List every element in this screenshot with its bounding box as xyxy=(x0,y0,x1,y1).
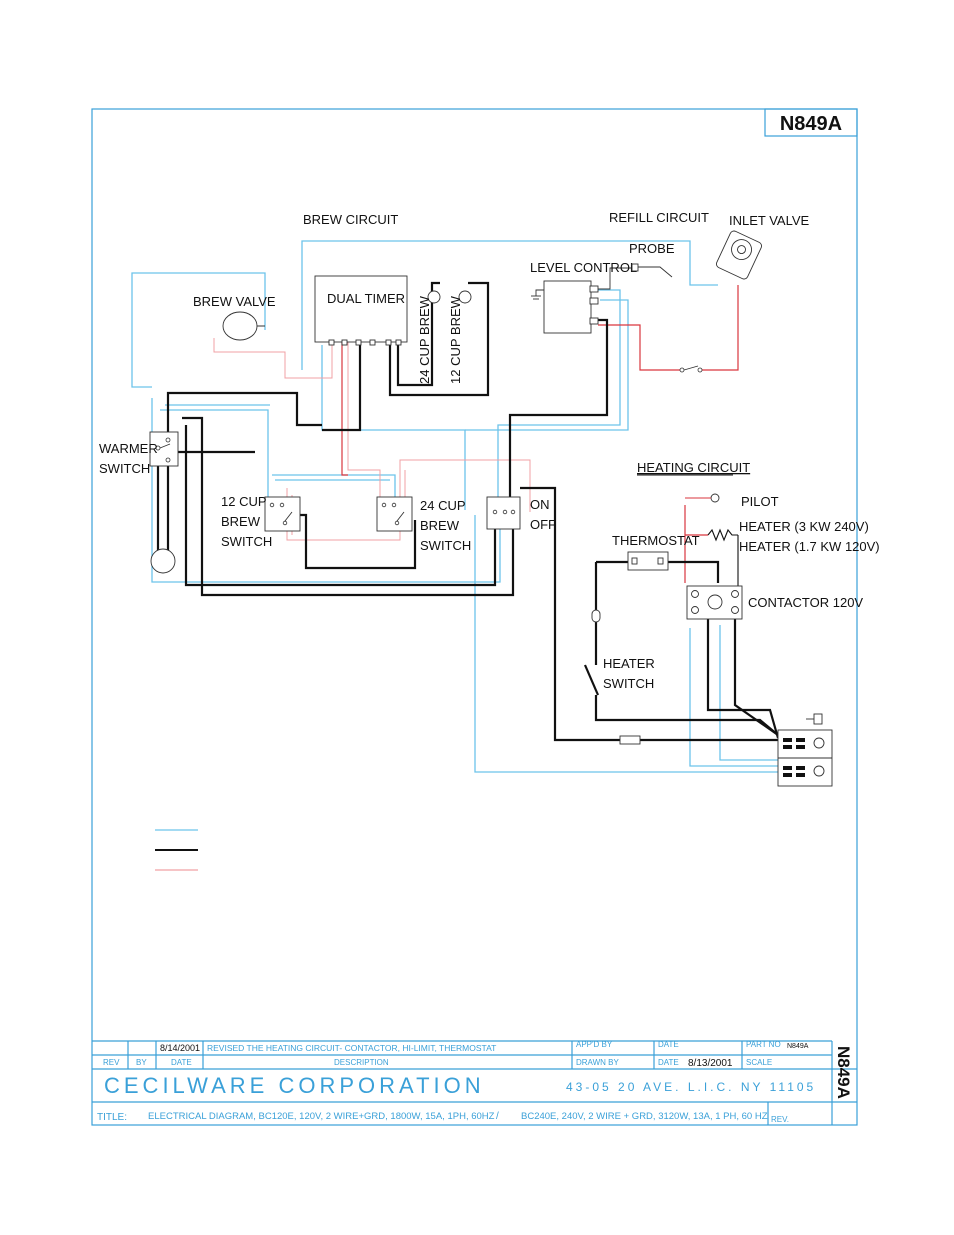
drawn-date: 8/13/2001 xyxy=(688,1058,733,1069)
drawing-number-vertical: N849A xyxy=(834,1046,853,1099)
timer-24cup-knob xyxy=(427,290,441,304)
switch-12cup-label-line1: 12 CUP xyxy=(221,494,267,509)
wire-legend xyxy=(155,829,198,871)
cup12-brew-vertical-label: 12 CUP BREW xyxy=(448,295,463,384)
col-date: DATE xyxy=(171,1058,192,1067)
date-label-2: DATE xyxy=(658,1058,679,1067)
probe-icon xyxy=(638,266,673,278)
hot-wires-black xyxy=(150,281,780,742)
heating-circuit-label: HEATING CIRCUIT xyxy=(637,460,750,475)
drawing-number-box xyxy=(764,108,858,137)
date-label-1: DATE xyxy=(658,1040,679,1049)
col-rev: REV xyxy=(103,1058,120,1067)
switch-24cup-label-line3: SWITCH xyxy=(420,538,471,553)
scale-label: SCALE xyxy=(746,1058,772,1067)
terminal-ground-icon xyxy=(813,713,823,725)
warmer-switch-body xyxy=(149,431,179,467)
switch-24cup-body xyxy=(376,496,413,532)
contactor-label: CONTACTOR 120V xyxy=(748,595,863,610)
probe-connector xyxy=(631,263,639,272)
level-control-box xyxy=(543,280,592,334)
switch-24cup-label-line1: 24 CUP xyxy=(420,498,466,513)
thermostat-label: THERMOSTAT xyxy=(612,533,700,548)
cup24-brew-vertical-label: 24 CUP BREW xyxy=(417,295,432,384)
heater-switch-label-line1: HEATER xyxy=(603,656,655,671)
ground-icon xyxy=(535,289,544,296)
inlet-valve-label: INLET VALVE xyxy=(729,213,810,228)
inline-fuse-icon xyxy=(619,735,641,745)
company-name: CECILWARE CORPORATION xyxy=(104,1073,485,1098)
title-text-2: BC240E, 240V, 2 WIRE + GRD, 3120W, 13A, … xyxy=(521,1111,768,1122)
rev-description: REVISED THE HEATING CIRCUIT- CONTACTOR, … xyxy=(207,1043,496,1053)
brew-circuit-label: BREW CIRCUIT xyxy=(303,212,398,227)
contactor-coil-icon xyxy=(707,594,723,610)
level-control-label: LEVEL CONTROL xyxy=(530,260,637,275)
drawing-frame xyxy=(91,108,858,1126)
warmer-switch-label-line2: SWITCH xyxy=(99,461,150,476)
company-address: 43-05 20 AVE. L.I.C. NY 11105 xyxy=(566,1080,816,1094)
rev-label: REV. xyxy=(771,1115,789,1124)
dual-timer-box xyxy=(314,275,408,343)
switch-24cup-label-line2: BREW xyxy=(420,518,460,533)
title-separator: / xyxy=(496,1111,499,1122)
dual-timer-label: DUAL TIMER xyxy=(327,291,405,306)
pilot-light-icon xyxy=(710,493,720,503)
brew-valve-label: BREW VALVE xyxy=(193,294,276,309)
title-label: TITLE: xyxy=(97,1112,127,1123)
warmer-switch-label-line1: WARMER xyxy=(99,441,158,456)
heater-switch-label-line2: SWITCH xyxy=(603,676,654,691)
heater-3kw-label: HEATER (3 KW 240V) xyxy=(739,519,869,534)
warmer-element-icon xyxy=(150,548,176,574)
inlet-valve-icon xyxy=(716,230,762,280)
switch-12cup-label-line3: SWITCH xyxy=(221,534,272,549)
probe-label: PROBE xyxy=(629,241,675,256)
part-no-label: PART NO xyxy=(746,1040,781,1049)
heater-17kw-label: HEATER (1.7 KW 120V) xyxy=(739,539,880,554)
on-off-label-line1: ON xyxy=(530,497,550,512)
drawing-number: N849A xyxy=(780,113,842,135)
refill-circuit-label: REFILL CIRCUIT xyxy=(609,210,709,225)
title-block xyxy=(92,1040,857,1125)
thermostat-body xyxy=(627,551,669,571)
appd-by-label: APP'D BY xyxy=(576,1040,613,1049)
dual-timer-terminals xyxy=(328,339,402,346)
drawn-by-label: DRAWN BY xyxy=(576,1058,619,1067)
rev-date: 8/14/2001 xyxy=(160,1043,200,1053)
pilot-label: PILOT xyxy=(741,494,779,509)
heater-element-icon xyxy=(707,528,738,542)
neutral-wires xyxy=(131,240,778,773)
brew-valve-coil xyxy=(222,311,258,341)
col-description: DESCRIPTION xyxy=(334,1058,389,1067)
col-by: BY xyxy=(136,1058,147,1067)
switch-12cup-body xyxy=(264,496,301,532)
switch-12cup-label-line2: BREW xyxy=(221,514,261,529)
on-off-label-line2: OFF xyxy=(530,517,556,532)
hi-limit-icon xyxy=(591,609,601,623)
title-text-1: ELECTRICAL DIAGRAM, BC120E, 120V, 2 WIRE… xyxy=(148,1111,495,1122)
part-no-value: N849A xyxy=(787,1043,809,1050)
timer-12cup-knob xyxy=(458,290,472,304)
